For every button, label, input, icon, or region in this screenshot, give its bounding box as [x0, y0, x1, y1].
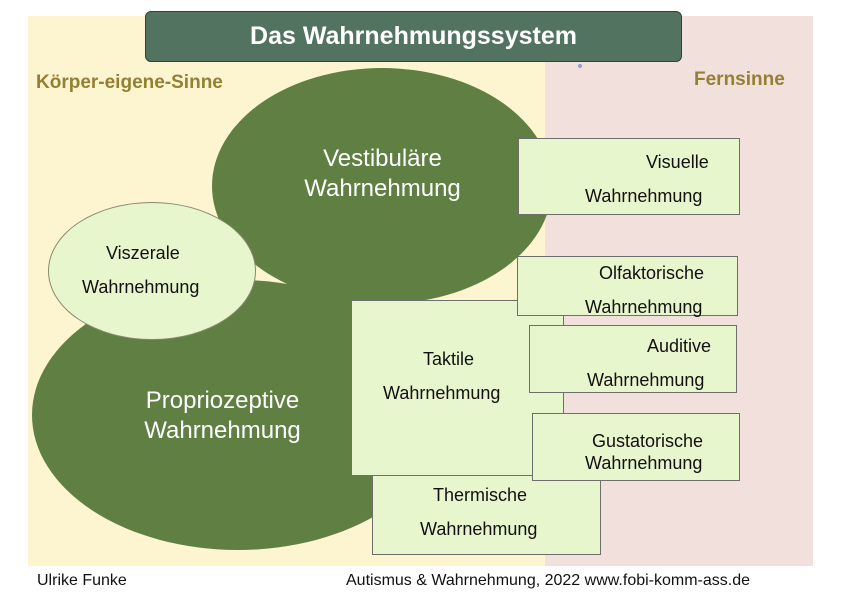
viszerale-line1: Viszerale [106, 243, 180, 263]
thermische-line2: Wahrnehmung [420, 519, 538, 539]
olfaktorische-line2: Wahrnehmung [585, 297, 703, 317]
taktile-line2: Wahrnehmung [383, 383, 501, 403]
vestibulaere-ellipse [212, 68, 552, 304]
thermische-line1: Thermische [433, 485, 528, 505]
page-title: Das Wahrnehmungssystem [145, 11, 682, 62]
auditive-box [529, 325, 737, 393]
visuelle-box [518, 138, 740, 215]
olfaktorische-box [517, 256, 738, 316]
olfaktorische-line1: Olfaktorische [599, 263, 705, 283]
viszerale-line2: Wahrnehmung [82, 277, 200, 297]
gustatorische-line1: Gustatorische [592, 431, 704, 451]
vestibulaere-line2: Wahrnehmung [304, 175, 461, 202]
visuelle-line1: Visuelle [646, 152, 709, 172]
auditive-line1: Auditive [647, 336, 712, 356]
footer-author: Ulrike Funke [37, 572, 127, 589]
left-section-label: Körper-eigene-Sinne [36, 72, 223, 93]
viszerale-ellipse [48, 202, 256, 340]
propriozeptive-line2: Wahrnehmung [144, 417, 301, 444]
footer-source: Autismus & Wahrnehmung, 2022 www.fobi-ko… [346, 572, 751, 589]
vestibulaere-label: Vestibuläre Wahrnehmung [280, 144, 485, 204]
gustatorische-box [532, 413, 740, 481]
taktile-box [351, 300, 564, 476]
thermische-box [372, 470, 601, 555]
vestibulaere-line1: Vestibuläre [323, 145, 442, 172]
gustatorische-line2: Wahrnehmung [585, 453, 703, 473]
propriozeptive-line1: Propriozeptive [145, 387, 300, 414]
auditive-line2: Wahrnehmung [587, 370, 705, 390]
right-section-label: Fernsinne [694, 69, 785, 90]
marker-dot [578, 64, 582, 68]
visuelle-line2: Wahrnehmung [585, 186, 703, 206]
propriozeptive-label: Propriozeptive Wahrnehmung [120, 386, 325, 446]
taktile-line1: Taktile [423, 349, 475, 369]
